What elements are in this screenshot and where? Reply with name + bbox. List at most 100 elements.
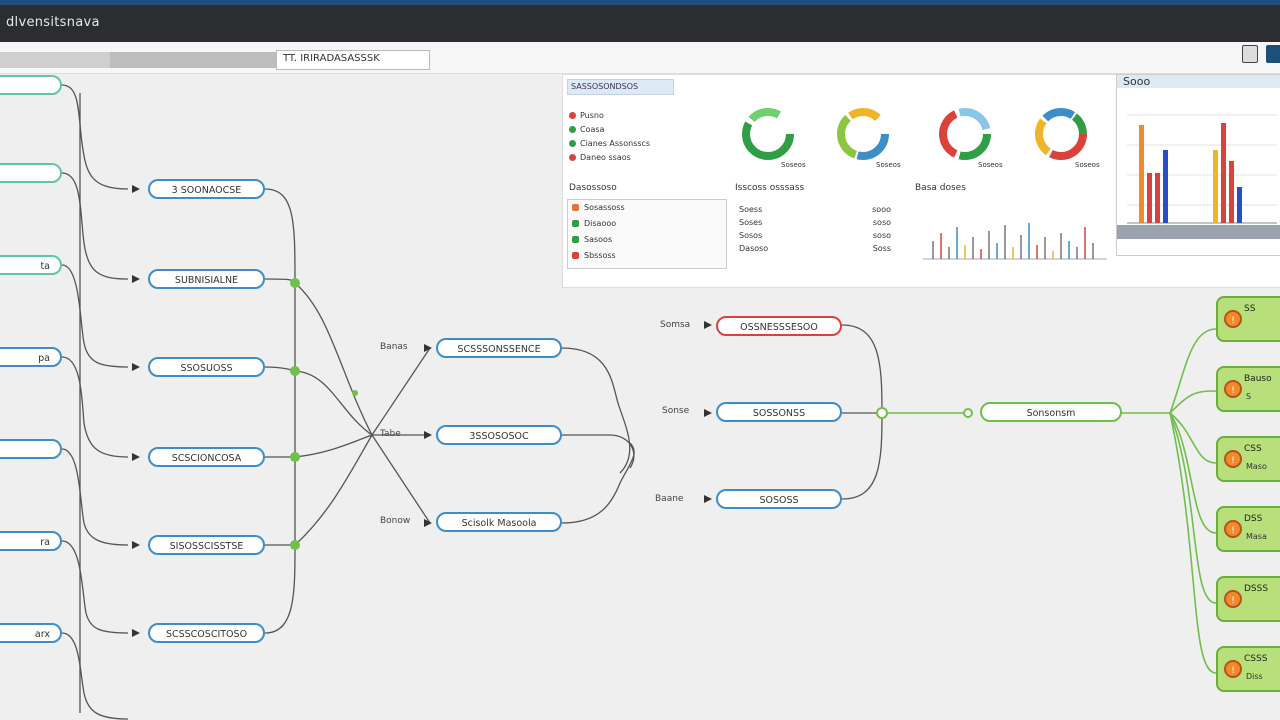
flow-node-b2[interactable]: 3SSOSOSOC <box>436 425 562 445</box>
left-node-6[interactable]: ra <box>0 531 62 551</box>
donut-chart-4 <box>1035 108 1087 160</box>
bar-chart <box>1117 114 1280 239</box>
card-subtitle: Diss <box>1246 672 1263 681</box>
bar-panel-title: Sooo <box>1117 75 1280 88</box>
flow-node-a6[interactable]: SCSSCOSCITOSO <box>148 623 265 643</box>
tab-2[interactable] <box>110 52 280 68</box>
legend-dot <box>569 154 576 161</box>
donut-caption: Soseos <box>781 161 806 169</box>
card-title: DSSS <box>1244 584 1269 594</box>
dashboard-header: SASSOSONDSOS <box>567 79 674 95</box>
title-bar: dlvensitsnava <box>0 5 1280 42</box>
tab-3-active[interactable]: TT. IRIRADASASSSK <box>276 50 430 70</box>
left-node-3[interactable]: ta <box>0 255 62 275</box>
hub-node[interactable]: Sonsonsm <box>980 402 1122 422</box>
left-node-7[interactable]: arx <box>0 623 62 643</box>
left-connectors <box>61 84 129 720</box>
donut-caption: Soseos <box>876 161 901 169</box>
window-maximize-icon[interactable] <box>1266 45 1280 63</box>
flow-node-a2[interactable]: SUBNISIALNE <box>148 269 265 289</box>
flow-node-b3-side-label: Bonow <box>380 516 411 526</box>
list-item[interactable]: Sbssoss <box>568 248 726 264</box>
flow-node-b3[interactable]: Scisolk Masoola <box>436 512 562 532</box>
arrow-heads <box>132 185 712 637</box>
flow-node-b1-side-label: Banas <box>380 342 408 352</box>
output-card-4[interactable]: ! DSS Masa <box>1216 506 1280 552</box>
flow-node-c2-side-label: Sonse <box>662 406 690 416</box>
bar-chart-panel: Sooo <box>1116 74 1280 256</box>
legend-item: Coasa <box>569 125 604 134</box>
spike-chart-title: Basa doses <box>915 183 966 193</box>
tab-strip: TT. IRIRADASASSSK <box>0 42 1280 74</box>
legend-dot <box>569 112 576 119</box>
alert-badge-icon: ! <box>1224 310 1242 328</box>
legend-item: Daneo ssaos <box>569 153 631 162</box>
alert-badge-icon: ! <box>1224 590 1242 608</box>
flow-node-a4[interactable]: SCSCIONCOSA <box>148 447 265 467</box>
donut-chart-2 <box>837 108 889 160</box>
hub-connectors <box>882 328 1217 674</box>
window-restore-icon[interactable] <box>1242 45 1258 63</box>
flow-node-c1-highlight[interactable]: OSSNESSSESOO <box>716 316 842 336</box>
card-title: CSS <box>1244 444 1262 454</box>
alert-badge-icon: ! <box>1224 660 1242 678</box>
flow-node-a3[interactable]: SSOSUOSS <box>148 357 265 377</box>
top-accent-bar <box>0 0 1280 5</box>
flow-node-c1-side-label: Somsa <box>660 320 691 330</box>
left-node-5[interactable] <box>0 439 62 459</box>
card-subtitle: Masa <box>1246 532 1267 541</box>
list-item[interactable]: Sosassoss <box>568 200 726 216</box>
status-square <box>572 204 579 211</box>
card-title: CSSS <box>1244 654 1268 664</box>
flow-node-c2[interactable]: SOSSONSS <box>716 402 842 422</box>
legend-item: Cianes Assonsscs <box>569 139 650 148</box>
window-title: dlvensitsnava <box>6 15 100 30</box>
card-subtitle: Maso <box>1246 462 1267 471</box>
table-title: Isscoss osssass <box>735 183 805 193</box>
left-node-2[interactable] <box>0 163 62 183</box>
legend-dot <box>569 140 576 147</box>
junction-dots <box>290 278 358 550</box>
output-card-6[interactable]: ! CSSS Diss <box>1216 646 1280 692</box>
donut-caption: Soseos <box>1075 161 1100 169</box>
left-node-4[interactable]: pa <box>0 347 62 367</box>
legend-dot <box>569 126 576 133</box>
status-square <box>572 220 579 227</box>
tab-1[interactable] <box>0 52 112 68</box>
list-title: Dasossoso <box>569 183 617 193</box>
flow-node-a1[interactable]: 3 SOONAOCSE <box>148 179 265 199</box>
card-title: DSS <box>1244 514 1263 524</box>
donut-chart-3 <box>939 108 991 160</box>
alert-badge-icon: ! <box>1224 450 1242 468</box>
output-card-1[interactable]: ! SS <box>1216 296 1280 342</box>
output-card-2[interactable]: ! Bauso S <box>1216 366 1280 412</box>
output-card-3[interactable]: ! CSS Maso <box>1216 436 1280 482</box>
status-list: Sosassoss Disaooo Sasoos Sbssoss <box>567 199 727 269</box>
flow-node-c3-side-label: Baane <box>655 494 684 504</box>
spike-bars <box>932 223 1094 259</box>
donut-caption: Soseos <box>978 161 1003 169</box>
flow-node-c3[interactable]: SOSOSS <box>716 489 842 509</box>
donut-row <box>742 108 1087 160</box>
card-title: Bauso <box>1244 374 1272 384</box>
list-item[interactable]: Disaooo <box>568 216 726 232</box>
donut-chart-1 <box>742 108 794 160</box>
connector-canvas <box>61 84 1217 720</box>
left-node-1[interactable] <box>0 75 62 95</box>
list-item[interactable]: Sasoos <box>568 232 726 248</box>
bar-group-1 <box>1139 125 1168 223</box>
legend-item: Pusno <box>569 111 604 120</box>
alert-badge-icon: ! <box>1224 520 1242 538</box>
flow-node-a5[interactable]: SISOSSCISSTSE <box>148 535 265 555</box>
bar-axis-band <box>1117 225 1280 239</box>
status-square <box>572 236 579 243</box>
flow-node-b1[interactable]: SCSSSONSSENCE <box>436 338 562 358</box>
output-card-5[interactable]: ! DSSS <box>1216 576 1280 622</box>
hub-rings <box>876 407 973 419</box>
status-square <box>572 252 579 259</box>
